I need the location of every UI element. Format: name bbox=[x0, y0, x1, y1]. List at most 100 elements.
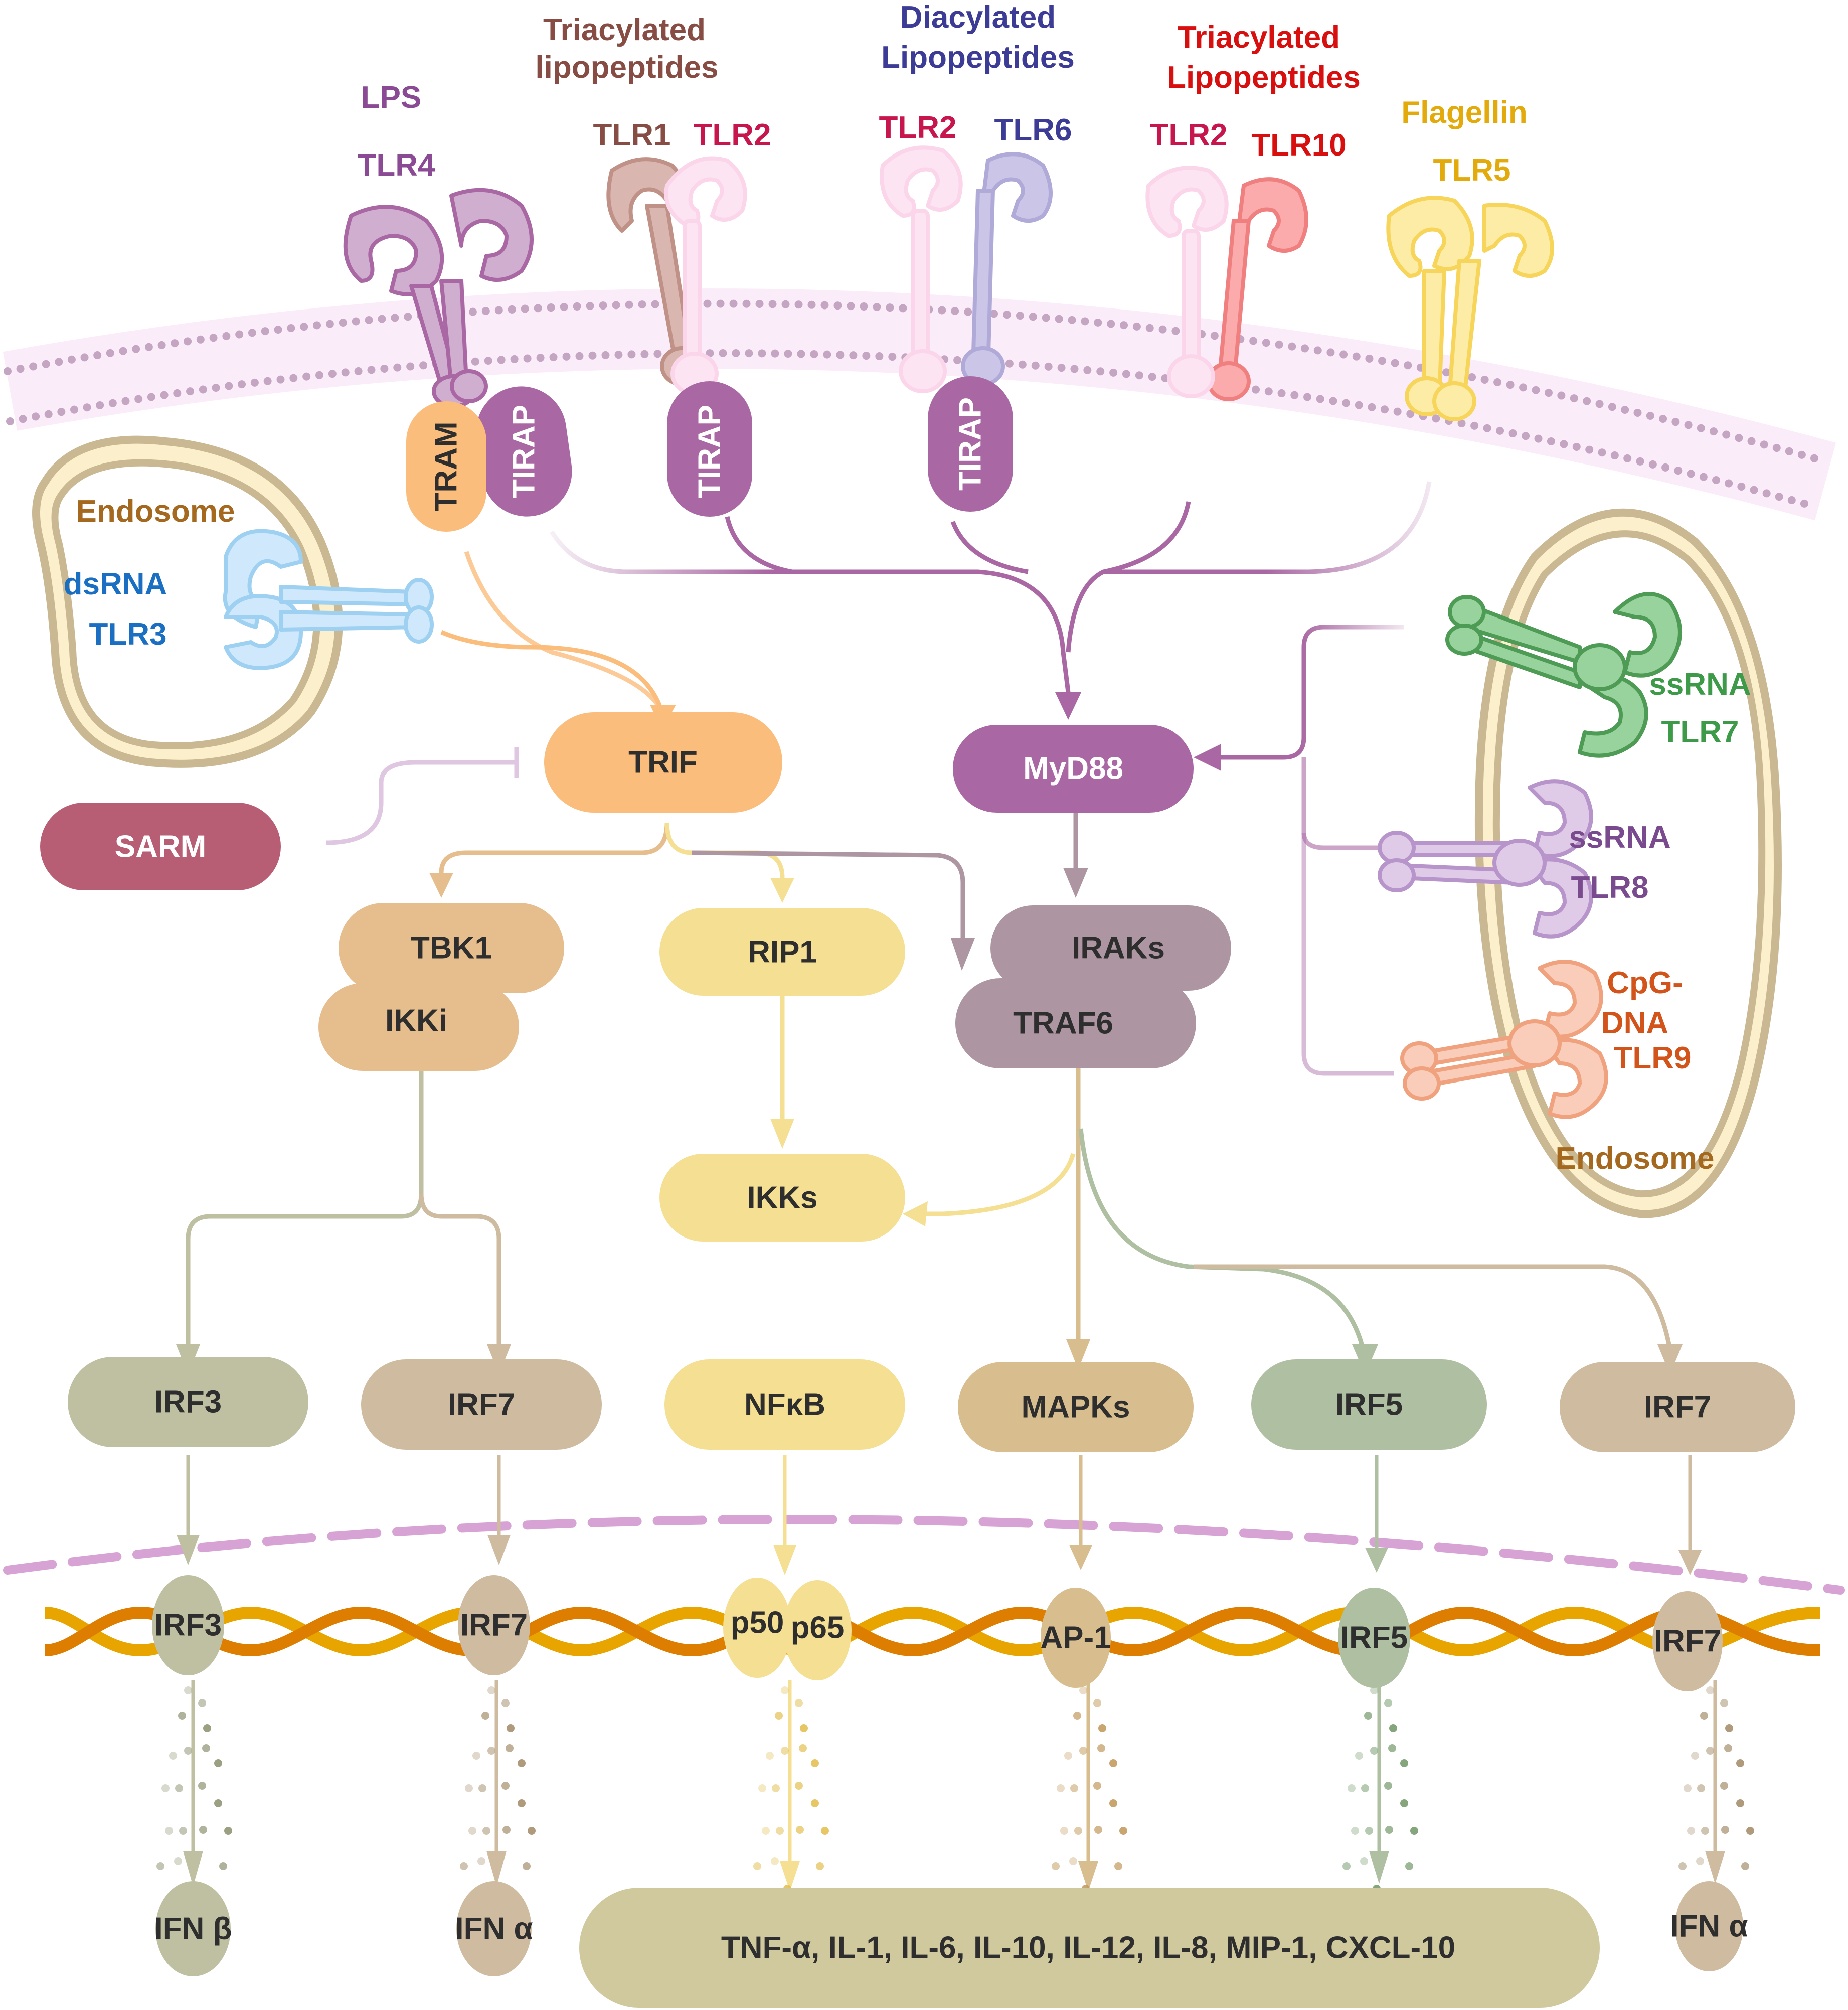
ifn-alpha-right-node[interactable]: IFN α bbox=[1670, 1881, 1748, 1971]
irf7-nuclear-left-node[interactable]: IRF7 bbox=[458, 1575, 530, 1675]
ssrna-tlr7-label: ssRNA bbox=[1649, 667, 1751, 702]
secreted-dot bbox=[795, 1782, 803, 1790]
secreted-dot bbox=[1370, 1747, 1378, 1755]
secreted-dot bbox=[762, 1827, 770, 1835]
sarm-node[interactable]: SARM bbox=[40, 803, 281, 890]
secreted-dot bbox=[1094, 1826, 1102, 1834]
secreted-dot bbox=[1389, 1724, 1397, 1732]
cpg-dna-label-line2: DNA bbox=[1601, 1006, 1668, 1040]
myd88-node[interactable]: MyD88 bbox=[953, 725, 1194, 813]
secreted-dot bbox=[477, 1857, 485, 1865]
tirap-2-node[interactable]: TIRAP bbox=[667, 381, 752, 517]
tlr7-label: TLR7 bbox=[1661, 715, 1739, 749]
secreted-dot bbox=[758, 1784, 766, 1792]
tlr5-receptor-icon bbox=[1386, 196, 1554, 421]
lps-label: LPS bbox=[361, 80, 422, 115]
p65-node[interactable]: p65 bbox=[783, 1580, 852, 1680]
rip1-label: RIP1 bbox=[748, 935, 817, 970]
tram-node[interactable]: TRAM bbox=[406, 401, 486, 532]
irf7-nuclear-right-node[interactable]: IRF7 bbox=[1652, 1591, 1723, 1691]
secreted-dot bbox=[1724, 1744, 1732, 1752]
secreted-dot bbox=[460, 1862, 468, 1870]
tbk1-node[interactable]: TBK1 bbox=[339, 903, 564, 993]
tlr2-a-label: TLR2 bbox=[694, 118, 771, 152]
secreted-dot bbox=[1691, 1752, 1699, 1760]
secreted-dot bbox=[1684, 1784, 1692, 1792]
secreted-dot bbox=[1114, 1862, 1122, 1870]
secreted-dot bbox=[179, 1827, 187, 1835]
tlr5-label: TLR5 bbox=[1433, 153, 1511, 188]
ikki-node[interactable]: IKKi bbox=[318, 983, 519, 1071]
irf3-nuclear-node[interactable]: IRF3 bbox=[152, 1575, 224, 1675]
secreted-dot bbox=[1720, 1782, 1728, 1790]
secreted-dot bbox=[1070, 1784, 1078, 1792]
arrowhead-to-irf7-right bbox=[1657, 1344, 1683, 1374]
ap1-node[interactable]: AP-1 bbox=[1040, 1588, 1111, 1688]
ifn-beta-node[interactable]: IFN β bbox=[154, 1881, 232, 1976]
tirap-3-node[interactable]: TIRAP bbox=[928, 376, 1013, 512]
tlr6-receptor-icon bbox=[961, 152, 1053, 386]
iraks-node[interactable]: IRAKs bbox=[990, 905, 1231, 991]
secreted-dot bbox=[1721, 1826, 1729, 1834]
arrowhead-to-rip1 bbox=[770, 878, 794, 903]
irf5-nuclear-node[interactable]: IRF5 bbox=[1338, 1588, 1410, 1688]
secreted-dot bbox=[203, 1724, 211, 1732]
secreted-dot bbox=[1696, 1857, 1704, 1865]
secreted-dot bbox=[1741, 1862, 1749, 1870]
ifn-alpha-right-label: IFN α bbox=[1670, 1909, 1748, 1944]
ifn-alpha-left-label: IFN α bbox=[455, 1912, 533, 1946]
secreted-dot bbox=[1097, 1744, 1105, 1752]
secreted-dot bbox=[1093, 1782, 1101, 1790]
secreted-dot bbox=[174, 1857, 182, 1865]
rip1-node[interactable]: RIP1 bbox=[659, 908, 905, 996]
nfkb-label: NFκB bbox=[744, 1387, 825, 1422]
rip1-to-ikks-line bbox=[770, 991, 794, 1149]
secreted-dot bbox=[501, 1782, 510, 1790]
secreted-dot bbox=[1079, 1747, 1087, 1755]
irf7-cyto-left-node[interactable]: IRF7 bbox=[361, 1359, 602, 1450]
secreted-dot bbox=[161, 1784, 170, 1792]
secreted-dot bbox=[795, 1699, 803, 1707]
traf6-node[interactable]: TRAF6 bbox=[955, 978, 1196, 1068]
tirap-2-label: TIRAP bbox=[693, 405, 727, 498]
cytokines-node[interactable]: TNF-α, IL-1, IL-6, IL-10, IL-12, IL-8, M… bbox=[579, 1888, 1600, 2008]
arrowhead-to-traf6 bbox=[951, 938, 975, 971]
secreted-dot bbox=[821, 1827, 829, 1835]
p50-node[interactable]: p50 bbox=[723, 1578, 791, 1678]
secreted-dot bbox=[478, 1784, 486, 1792]
nfkb-node[interactable]: NFκB bbox=[664, 1359, 905, 1450]
secreted-dot bbox=[1400, 1799, 1408, 1807]
secreted-dot bbox=[1365, 1827, 1373, 1835]
tlr10-label: TLR10 bbox=[1251, 128, 1346, 163]
irf5-cyto-label: IRF5 bbox=[1335, 1387, 1403, 1422]
secreted-dot bbox=[1052, 1862, 1060, 1870]
tirap-3-label: TIRAP bbox=[953, 397, 988, 491]
ikks-label: IKKs bbox=[747, 1181, 817, 1215]
diacyl-line1: Diacylated bbox=[900, 0, 1056, 35]
tirap-1-node[interactable]: TIRAP bbox=[470, 381, 578, 523]
irf5-cyto-node[interactable]: IRF5 bbox=[1251, 1359, 1487, 1450]
secreted-dot bbox=[1384, 1699, 1392, 1707]
trif-node[interactable]: TRIF bbox=[544, 712, 782, 813]
trif-incoming-lines bbox=[440, 551, 676, 730]
ifn-alpha-left-node[interactable]: IFN α bbox=[455, 1881, 533, 1976]
tlr9-receptor-icon bbox=[1400, 960, 1608, 1119]
irf3-cyto-node[interactable]: IRF3 bbox=[68, 1357, 308, 1447]
p65-label: p65 bbox=[791, 1611, 845, 1645]
irf7-nuclear-right-label: IRF7 bbox=[1654, 1624, 1721, 1659]
secreted-dot bbox=[1388, 1744, 1396, 1752]
secreted-dot bbox=[224, 1827, 232, 1835]
secreted-dot bbox=[1746, 1827, 1754, 1835]
irf7-cyto-right-node[interactable]: IRF7 bbox=[1560, 1362, 1795, 1452]
tlr9-label: TLR9 bbox=[1614, 1041, 1692, 1075]
mapks-node[interactable]: MAPKs bbox=[958, 1362, 1194, 1452]
ikki-label: IKKi bbox=[385, 1004, 447, 1038]
secreted-dot bbox=[175, 1784, 183, 1792]
secreted-dot bbox=[772, 1784, 780, 1792]
ikks-node[interactable]: IKKs bbox=[659, 1154, 905, 1242]
irf7-cyto-left-label: IRF7 bbox=[448, 1387, 515, 1422]
secreted-dot bbox=[198, 1782, 206, 1790]
tlr7-receptor-icon bbox=[1445, 592, 1682, 758]
arrowhead-to-mapks bbox=[1066, 1339, 1090, 1369]
secreted-dot bbox=[800, 1724, 808, 1732]
